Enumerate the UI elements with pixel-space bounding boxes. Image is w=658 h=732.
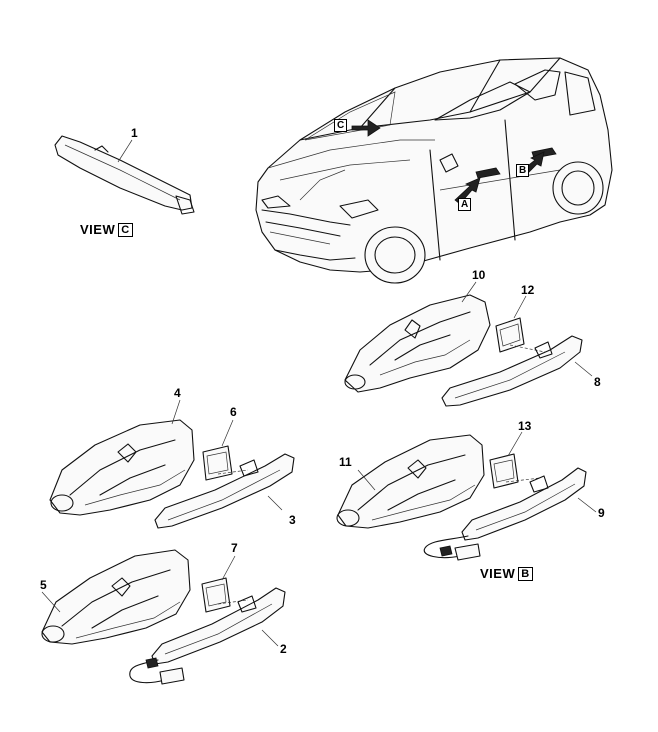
part-3-handle bbox=[154, 453, 295, 529]
part-13-gasket bbox=[489, 431, 541, 489]
callout-6: 6 bbox=[230, 405, 237, 419]
part-12-gasket bbox=[495, 295, 546, 353]
callout-9: 9 bbox=[598, 506, 605, 520]
part-7-gasket bbox=[201, 555, 249, 613]
view-c-prefix: VIEW bbox=[80, 222, 116, 237]
part-11-frame bbox=[336, 434, 485, 529]
callout-7: 7 bbox=[231, 541, 238, 555]
part-1-handle bbox=[54, 135, 195, 215]
view-b-prefix: VIEW bbox=[480, 566, 516, 581]
part-4-frame bbox=[49, 399, 195, 516]
callout-13: 13 bbox=[518, 419, 532, 433]
callout-11: 11 bbox=[339, 455, 352, 469]
callout-4: 4 bbox=[174, 386, 181, 400]
callout-8: 8 bbox=[594, 375, 601, 389]
arrow-flag-c-label: C bbox=[334, 119, 348, 132]
callout-3: 3 bbox=[289, 513, 296, 527]
arrow-flag-a: A bbox=[458, 198, 472, 211]
view-c-label: VIEW C bbox=[80, 222, 133, 237]
part-9-handle bbox=[423, 467, 597, 561]
view-c-letter: C bbox=[118, 222, 133, 237]
callout-10: 10 bbox=[472, 268, 486, 282]
part-5-frame bbox=[41, 549, 191, 645]
part-8-handle bbox=[441, 335, 593, 407]
arrow-flag-b: B bbox=[516, 164, 530, 177]
vehicle-illustration bbox=[255, 57, 613, 284]
part-2-handle bbox=[129, 587, 286, 685]
view-b-label: VIEW B bbox=[480, 566, 533, 581]
callout-2: 2 bbox=[280, 642, 287, 656]
view-b-letter: B bbox=[518, 566, 533, 581]
callout-5: 5 bbox=[40, 578, 47, 592]
part-6-gasket bbox=[202, 419, 249, 481]
arrow-flag-c: C bbox=[334, 119, 348, 132]
arrow-flag-a-label: A bbox=[458, 198, 472, 211]
part-10-frame bbox=[344, 281, 491, 393]
callout-1: 1 bbox=[131, 126, 138, 140]
callout-12: 12 bbox=[521, 283, 535, 297]
arrow-flag-b-label: B bbox=[516, 164, 530, 177]
